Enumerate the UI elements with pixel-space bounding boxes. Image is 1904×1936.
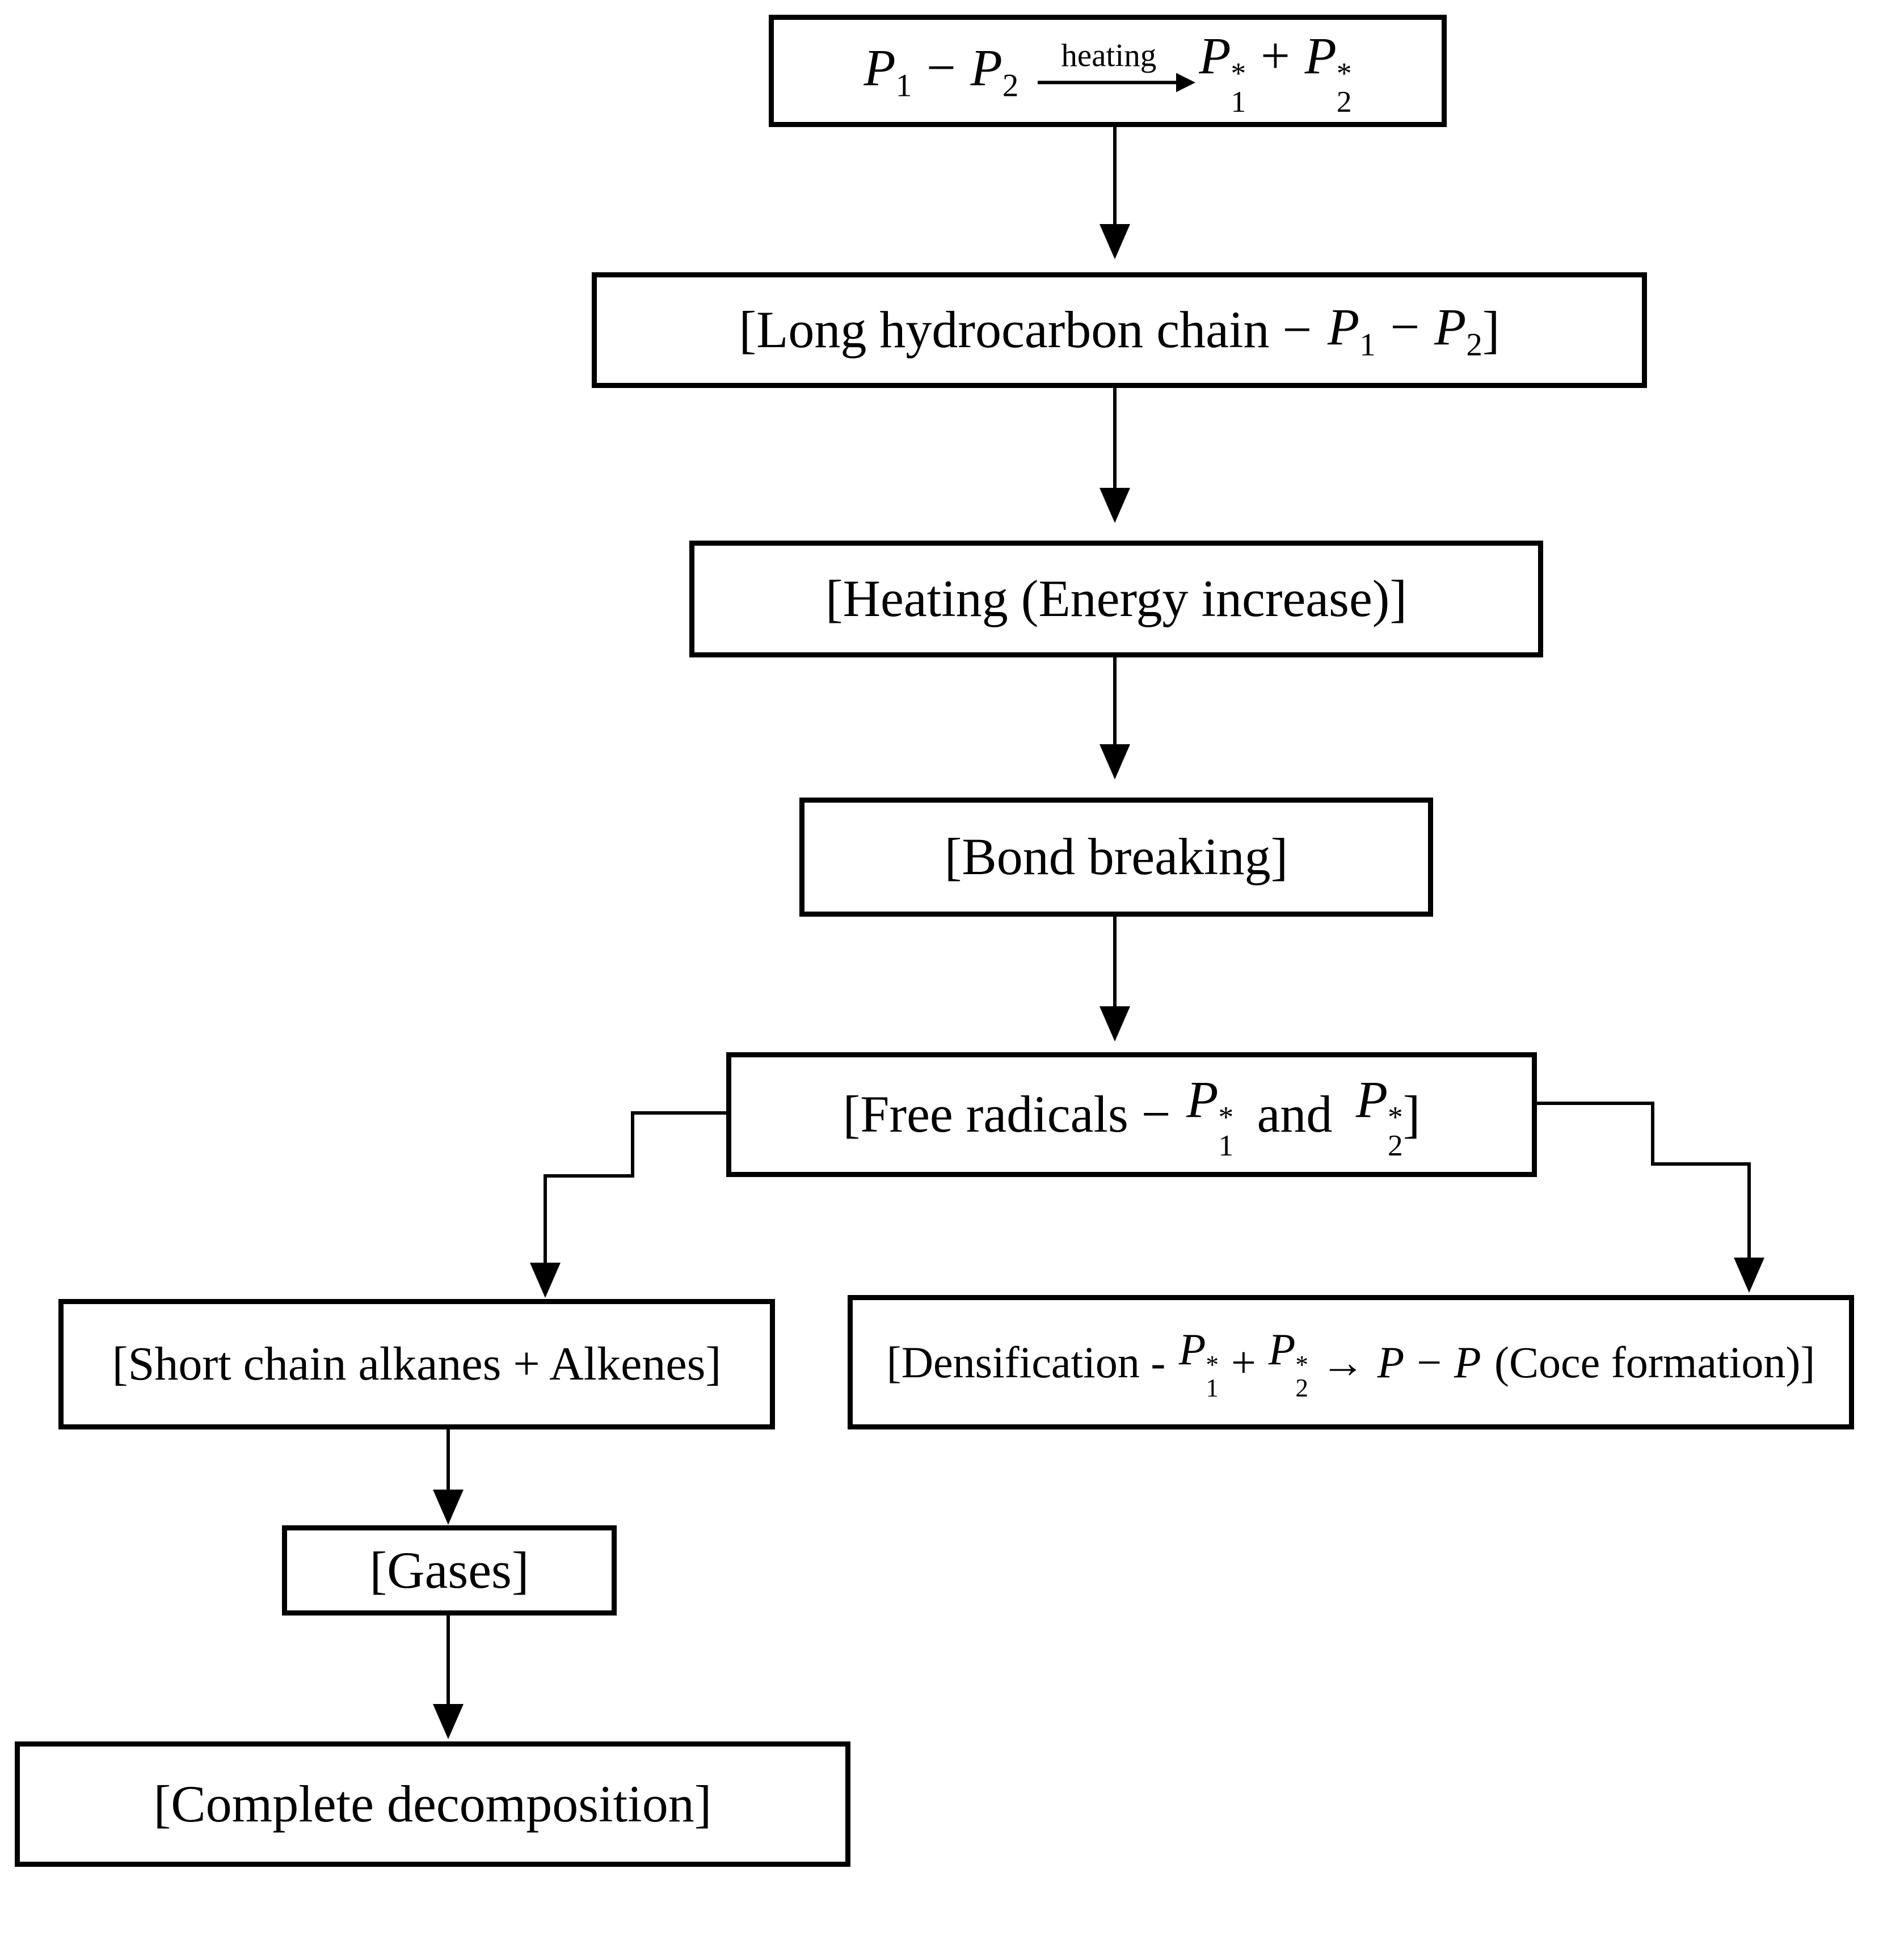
down-arrowhead-icon <box>1100 744 1130 779</box>
conjunction-label: and <box>1257 1085 1333 1144</box>
subscript-1: 1 <box>1218 1128 1234 1162</box>
equation-lhs: P1−P2 <box>864 38 1019 104</box>
radical-P1: P*1 <box>1186 1070 1234 1162</box>
node-bond-breaking: [Bond breaking] <box>799 798 1433 917</box>
node-label: [Gases] <box>369 1541 529 1599</box>
node-label: [Free radicals − <box>843 1085 1171 1144</box>
connector-right-segment-2 <box>1651 1102 1654 1166</box>
bracket-close: ] <box>1402 1085 1421 1144</box>
equation-rhs: P*1+P*2 <box>1199 26 1352 116</box>
reaction-arrow: heating <box>1038 37 1180 85</box>
flow-arrow-6-stem <box>446 1616 450 1705</box>
flow-arrow-3-stem <box>1113 657 1117 745</box>
radical-P1: P*1 <box>1199 27 1246 116</box>
scripts-stack: *1 <box>1231 56 1246 119</box>
node-label: [Long hydrocarbon chain − <box>739 301 1312 359</box>
node-complete-decomposition: [Complete decomposition] <box>15 1741 850 1867</box>
down-arrowhead-icon <box>1734 1258 1764 1293</box>
subscript-2: 2 <box>1388 1128 1403 1162</box>
subscript-2: 2 <box>1002 67 1019 103</box>
right-arrow-operator: → <box>1320 1337 1365 1387</box>
node-gases: [Gases] <box>282 1525 617 1616</box>
subscript-1: 1 <box>1231 84 1246 119</box>
scripts-stack: *2 <box>1336 56 1352 119</box>
node-short-chain-alkanes: [Short chain alkanes + Alkenes] <box>58 1299 775 1429</box>
node-densification-coke-formation: [Densification - P*1 + P*2 → P − P (Coce… <box>848 1295 1854 1429</box>
minus-operator: − <box>926 38 956 96</box>
bracket-close: ] <box>1482 301 1500 359</box>
subscript-2: 2 <box>1336 84 1352 119</box>
connector-right-segment-4 <box>1747 1162 1751 1259</box>
symbol-P: P <box>1199 27 1231 85</box>
radical-P2: P*2 <box>1355 1070 1403 1162</box>
symbol-P: P <box>1454 1337 1481 1387</box>
reaction-arrow-label: heating <box>1061 37 1157 74</box>
down-arrowhead-icon <box>530 1263 561 1298</box>
subscript-2: 2 <box>1466 326 1482 362</box>
symbol-P: P <box>1178 1325 1206 1374</box>
symbol-P: P <box>1328 297 1360 356</box>
right-arrow-icon <box>1038 81 1180 85</box>
flow-arrow-2-stem <box>1113 388 1117 489</box>
superscript-star: * <box>1295 1350 1308 1379</box>
down-arrowhead-icon <box>1100 224 1130 259</box>
scripts-stack: *2 <box>1295 1350 1308 1403</box>
node-label: [Bond breaking] <box>944 828 1288 886</box>
down-arrowhead-icon <box>433 1704 464 1739</box>
minus-operator: − <box>1417 1337 1442 1387</box>
down-arrowhead-icon <box>1100 1006 1130 1041</box>
symbol-P: P <box>1434 297 1467 356</box>
flow-arrow-5-stem <box>446 1429 450 1491</box>
connector-left-segment-4 <box>544 1174 547 1264</box>
node-heating-energy-increase: [Heating (Energy increase)] <box>689 541 1543 657</box>
radical-P2: P*2 <box>1304 27 1352 116</box>
symbol-P: P <box>863 38 896 96</box>
node-label: [Complete decomposition] <box>153 1774 712 1833</box>
plus-operator: + <box>1231 1337 1256 1387</box>
node-label: [Short chain alkanes + Alkenes] <box>112 1337 722 1390</box>
connector-left-segment-3 <box>544 1174 634 1178</box>
symbol-P: P <box>1377 1337 1405 1387</box>
radical-P2: P*2 <box>1269 1324 1308 1401</box>
superscript-star: * <box>1231 56 1246 91</box>
node-free-radicals: [Free radicals − P*1 and P*2 ] <box>726 1052 1537 1177</box>
chain-math: P1−P2 <box>1328 297 1482 364</box>
scripts-stack: *1 <box>1218 1100 1234 1162</box>
flow-arrow-4-stem <box>1113 917 1117 1007</box>
coke-formation-note: (Coce formation)] <box>1494 1337 1815 1387</box>
node-label: [Densification - <box>886 1337 1166 1387</box>
radical-P1: P*1 <box>1179 1324 1219 1401</box>
minus-operator: − <box>1390 297 1420 356</box>
down-arrowhead-icon <box>433 1490 464 1525</box>
subscript-1: 1 <box>895 67 912 103</box>
connector-right-segment-3 <box>1651 1162 1751 1166</box>
connector-left-segment-2 <box>631 1111 634 1178</box>
subscript-1: 1 <box>1359 326 1376 362</box>
superscript-star: * <box>1336 56 1352 91</box>
scripts-stack: *2 <box>1388 1100 1403 1162</box>
plus-operator: + <box>1260 27 1290 85</box>
node-long-hydrocarbon-chain: [Long hydrocarbon chain − P1−P2 ] <box>592 272 1647 388</box>
down-arrowhead-icon <box>1100 488 1130 523</box>
symbol-P: P <box>1186 1070 1219 1129</box>
superscript-star: * <box>1218 1100 1234 1134</box>
symbol-P: P <box>1268 1325 1296 1374</box>
symbol-P: P <box>1304 27 1337 85</box>
scripts-stack: *1 <box>1206 1350 1219 1403</box>
symbol-P: P <box>1355 1070 1388 1129</box>
flow-arrow-1-stem <box>1113 127 1117 225</box>
connector-left-segment-1 <box>631 1111 726 1115</box>
superscript-star: * <box>1388 1100 1403 1134</box>
superscript-star: * <box>1206 1350 1219 1379</box>
node-label: [Heating (Energy increase)] <box>825 570 1408 628</box>
subscript-2: 2 <box>1295 1374 1308 1403</box>
subscript-1: 1 <box>1206 1374 1219 1403</box>
connector-right-segment-1 <box>1537 1102 1654 1105</box>
symbol-P: P <box>970 38 1002 96</box>
node-initiation-reaction: P1−P2 heating P*1+P*2 <box>769 15 1447 127</box>
